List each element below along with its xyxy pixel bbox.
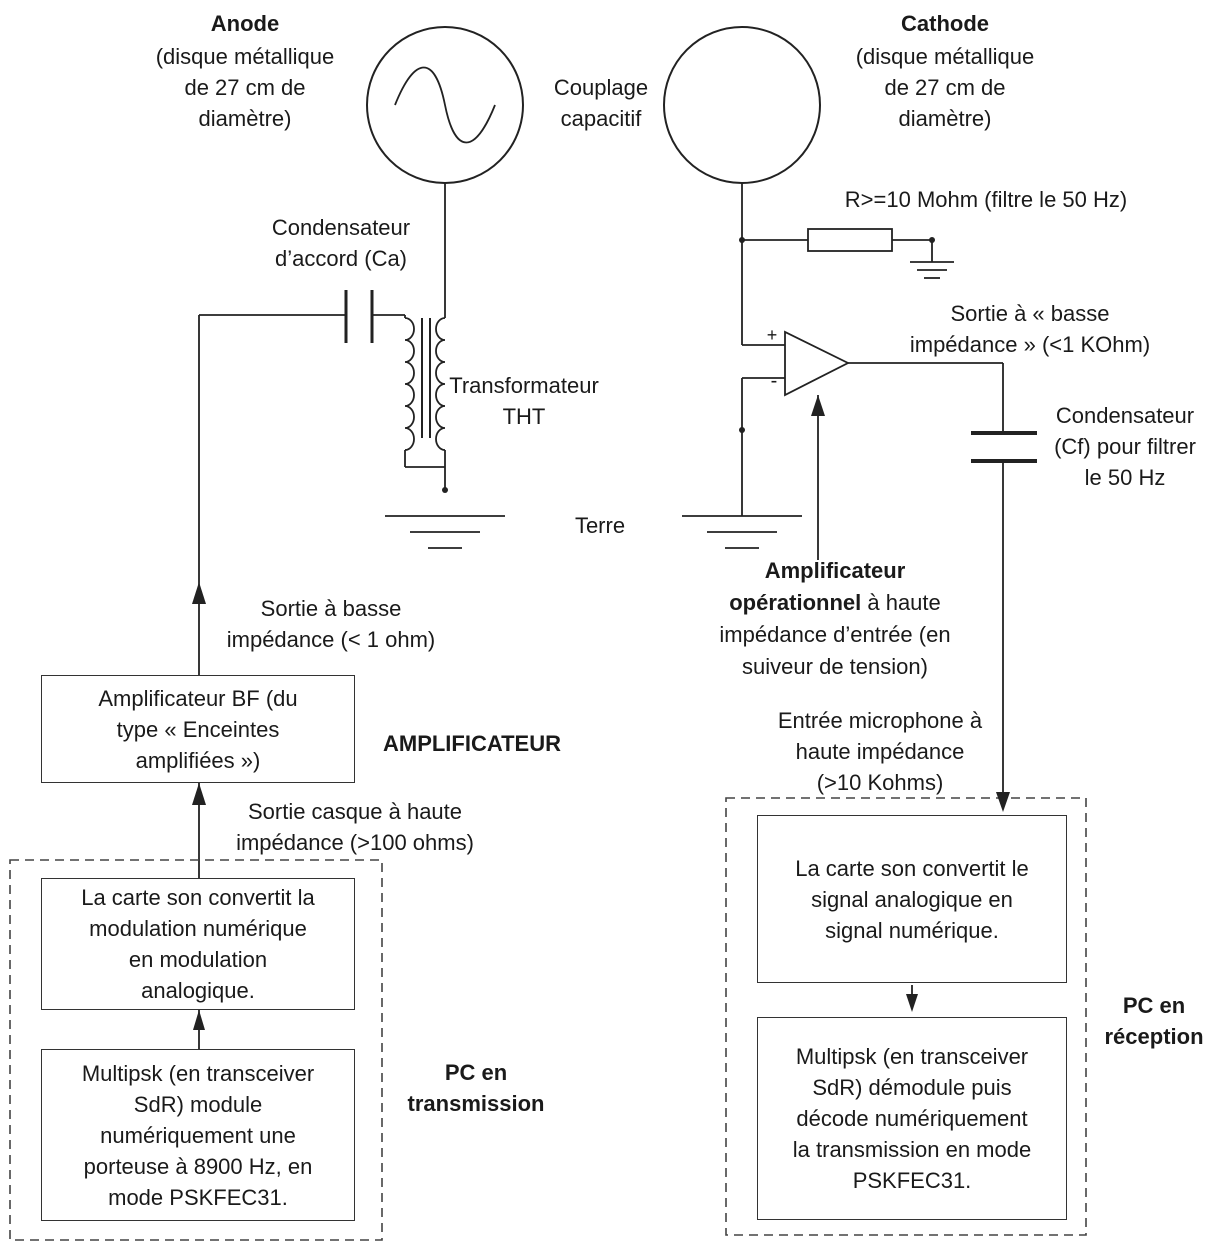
- transformer-secondary-coil: [435, 317, 446, 451]
- opamp-plus-sign: +: [766, 325, 778, 345]
- cathode-title: Cathode: [901, 11, 989, 36]
- rx-group-label: PC en réception: [1104, 993, 1204, 1049]
- junction-dot: [739, 237, 745, 243]
- opamp-label-line2-bold: opérationnel: [729, 590, 862, 615]
- anode-title: Anode: [210, 11, 280, 36]
- opamp-label-line4: suiveur de tension): [742, 654, 928, 679]
- tx-soundcard-box: La carte son convertit la modulation num…: [41, 878, 355, 1010]
- sine-wave-icon: [394, 66, 496, 144]
- anode-description: (disque métallique de 27 cm de diamètre): [155, 44, 335, 131]
- resistor-label: R>=10 Mohm (filtre le 50 Hz): [844, 187, 1128, 212]
- tx-group-label: PC en transmission: [407, 1060, 545, 1116]
- cathode-disk: [663, 26, 821, 184]
- junction-dot: [739, 427, 745, 433]
- opamp-label-line3: impédance d’entrée (en: [719, 622, 951, 647]
- tx-pc-group: [9, 859, 383, 1241]
- arrowhead-up: [192, 582, 206, 604]
- ground-label: Terre: [574, 513, 626, 538]
- arrowhead-down: [996, 792, 1010, 812]
- op-amp: [784, 330, 851, 397]
- cathode-description: (disque métallique de 27 cm de diamètre): [855, 44, 1035, 131]
- amplifier-title: AMPLIFICATEUR: [382, 731, 562, 756]
- arrowhead-up: [811, 395, 825, 416]
- opamp-label-line2-rest: à haute: [861, 590, 941, 615]
- opamp-label-line1: Amplificateur: [764, 558, 906, 583]
- filter-capacitor-label: Condensateur (Cf) pour filtrer le 50 Hz: [1054, 403, 1196, 490]
- rx-soundcard-box: La carte son convertit le signal analogi…: [757, 815, 1067, 983]
- mic-input-label: Entrée microphone à haute impédance (>10…: [777, 708, 983, 795]
- arrowhead-up: [192, 783, 206, 805]
- rx-multipsk-box: Multipsk (en transceiver SdR) démodule p…: [757, 1017, 1067, 1220]
- arrowhead-up: [193, 1010, 205, 1030]
- junction-dot: [929, 237, 935, 243]
- amp-output-label: Sortie à basse impédance (< 1 ohm): [226, 596, 436, 652]
- transformer-primary-coil: [404, 317, 415, 451]
- coupling-label: Couplage capacitif: [553, 75, 649, 131]
- low-impedance-output-label: Sortie à « basse impédance » (<1 KOhm): [909, 301, 1151, 357]
- transformer-label: Transformateur THT: [449, 373, 599, 429]
- arrowhead-down: [906, 994, 918, 1012]
- opamp-label: Amplificateur opérationnel à haute impéd…: [710, 555, 960, 683]
- amplifier-box: Amplificateur BF (du type « Enceintes am…: [41, 675, 355, 783]
- tx-multipsk-box: Multipsk (en transceiver SdR) module num…: [41, 1049, 355, 1221]
- rx-pc-group: [725, 797, 1087, 1236]
- opamp-label-line2: opérationnel à haute: [710, 587, 960, 619]
- headphone-output-label: Sortie casque à haute impédance (>100 oh…: [236, 799, 474, 855]
- resistor: [807, 228, 893, 252]
- junction-dot: [442, 487, 448, 493]
- opamp-minus-sign: -: [770, 370, 778, 392]
- tuning-capacitor-label: Condensateur d’accord (Ca): [271, 215, 411, 271]
